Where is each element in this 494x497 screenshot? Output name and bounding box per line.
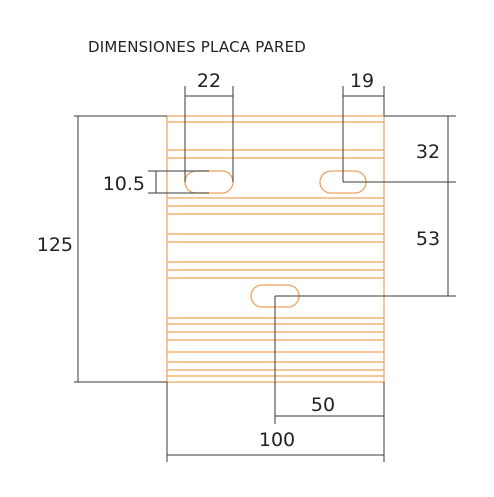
label-plate-width: 100 [259,429,295,451]
mounting-slots [184,170,367,308]
slot-top-left [184,170,234,194]
label-slot-right-width: 19 [350,70,374,92]
label-slot-height: 10.5 [103,173,145,195]
label-slot-spacing: 53 [416,228,440,250]
label-plate-height: 125 [37,234,73,256]
label-top-offset: 32 [416,141,440,163]
dimension-labels: 22 19 10.5 125 32 53 50 100 [37,70,440,451]
drawing-title: DIMENSIONES PLACA PARED [88,38,306,56]
label-center-offset: 50 [311,394,335,416]
dimension-lines [74,86,456,462]
label-slot-left-width: 22 [197,70,221,92]
